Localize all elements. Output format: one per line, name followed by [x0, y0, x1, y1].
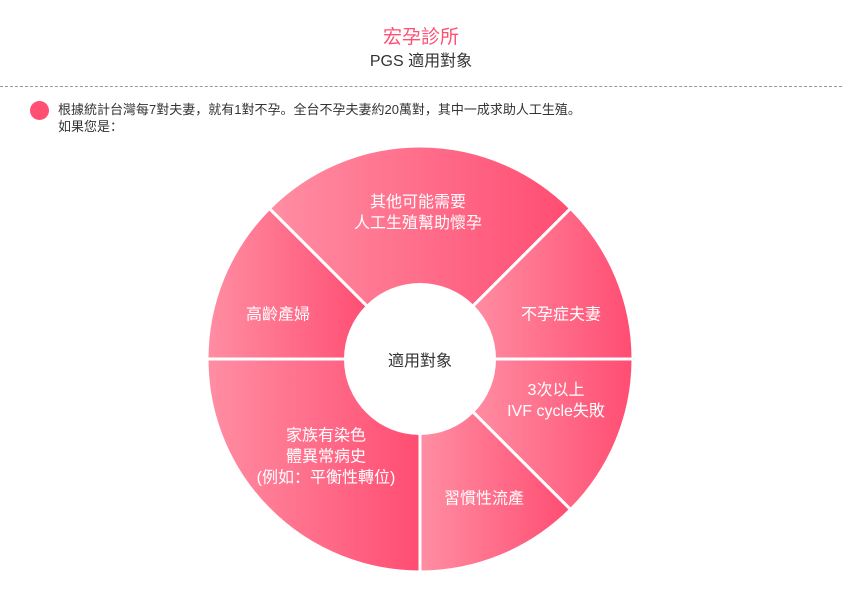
label-line: 家族有染色: [285, 427, 367, 445]
label-line: 習慣性流產: [443, 490, 525, 508]
intro-line-2: 如果您是：: [58, 119, 124, 134]
label-line: (例如：平衡性轉位): [256, 469, 396, 487]
clinic-title: 宏孕診所: [382, 27, 459, 48]
dashed-divider: [0, 86, 842, 87]
segment-label-chromosome-history: 家族有染色 體異常病史 (例如：平衡性轉位): [257, 426, 396, 489]
label-line: IVF cycle失敗: [507, 403, 605, 420]
label-line: 不孕症夫妻: [520, 306, 602, 324]
segment-label-advanced-age: 高齡產婦: [246, 305, 310, 326]
label-line: 體異常病史: [285, 448, 367, 466]
label-line: 人工生殖幫助懷孕: [353, 215, 483, 232]
bullet-dot-icon: [30, 101, 49, 120]
segment-label-ivf-failure: 3次以上 IVF cycle失敗: [507, 380, 605, 422]
intro-line-1: 根據統計台灣每7對夫妻，就有1對不孕。全台不孕夫妻約20萬對，其中一成求助人工生…: [58, 102, 581, 117]
intro-text: 根據統計台灣每7對夫妻，就有1對不孕。全台不孕夫妻約20萬對，其中一成求助人工生…: [58, 101, 581, 135]
label-line: 高齡產婦: [245, 306, 311, 324]
label-line: 3次以上: [527, 382, 585, 399]
segment-label-other-needs: 其他可能需要 人工生殖幫助懷孕: [354, 192, 482, 234]
segment-label-infertile-couples: 不孕症夫妻: [521, 305, 601, 326]
center-label: 適用對象: [387, 353, 453, 370]
center-circle: [344, 283, 496, 435]
label-line: 其他可能需要: [369, 194, 467, 211]
segment-label-recurrent-miscarriage: 習慣性流產: [444, 489, 524, 510]
page-subtitle: PGS 適用對象: [369, 53, 473, 70]
